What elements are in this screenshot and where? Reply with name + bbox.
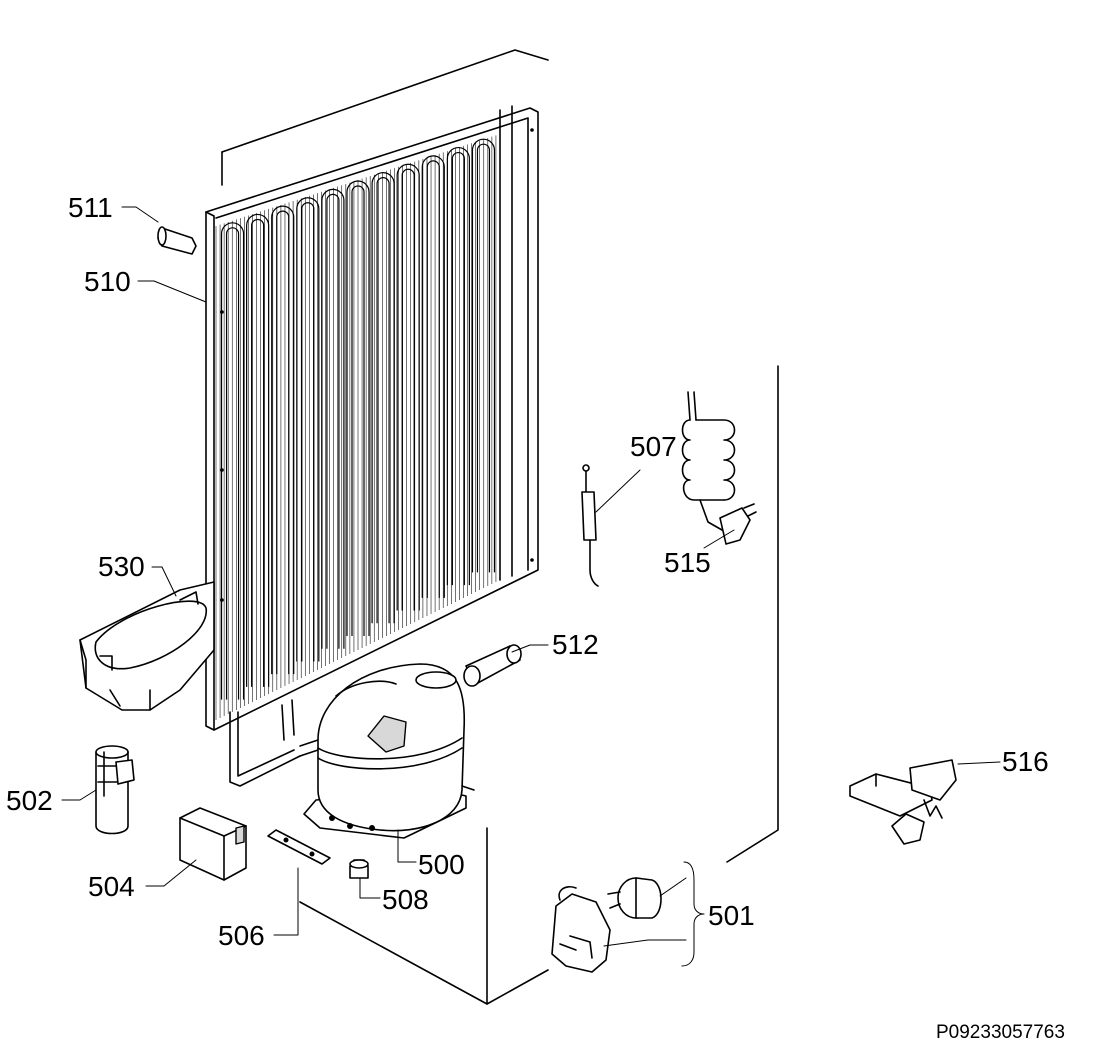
condenser-coil: [346, 180, 370, 636]
condenser-coil: [396, 163, 420, 611]
label-506: 506: [218, 920, 265, 951]
condenser-coil: [446, 147, 470, 586]
capacitor-502: [95, 745, 135, 835]
condenser-coil: [301, 202, 315, 662]
power-cable-515: [681, 391, 757, 545]
nut-508: [349, 859, 369, 879]
condenser-coil: [371, 172, 395, 624]
condenser-coil: [471, 138, 496, 573]
clip-511: [157, 226, 197, 255]
cabinet-outline: [221, 49, 779, 1005]
drawing-code: P09233057763: [936, 1022, 1065, 1043]
label-516: 516: [1002, 746, 1049, 777]
label-500: 500: [418, 849, 465, 880]
condenser-coil: [225, 227, 240, 700]
lamp-holder-516: [849, 759, 957, 845]
label-504: 504: [88, 871, 135, 902]
label-502: 502: [6, 785, 53, 816]
label-507: 507: [630, 431, 677, 462]
part-labels: 511 510 507 515 530 512 502 500 516 504 …: [6, 192, 1049, 951]
condenser-coil: [421, 155, 445, 598]
condenser-coil: [251, 218, 265, 687]
label-511: 511: [68, 192, 113, 223]
condenser-coil: [376, 177, 390, 624]
condenser-510: [205, 105, 539, 787]
condenser-coil: [426, 160, 440, 598]
compressor-500: [299, 663, 475, 839]
label-501: 501: [708, 900, 755, 931]
condenser-coil: [476, 143, 491, 573]
condenser-coil: [246, 213, 270, 687]
condenser-coil: [451, 151, 465, 586]
label-530: 530: [98, 551, 145, 582]
leader-lines: [61, 206, 1001, 967]
drip-tray-530: [79, 581, 215, 711]
condenser-coil: [276, 210, 290, 675]
condenser-coil: [351, 185, 365, 636]
condenser-coil: [296, 197, 320, 662]
condenser-coil: [220, 222, 245, 700]
label-515: 515: [664, 547, 711, 578]
filter-drier-507: [581, 464, 599, 587]
condenser-coil: [321, 188, 345, 649]
condenser-coil: [401, 168, 415, 611]
label-508: 508: [382, 884, 429, 915]
sleeve-512: [463, 644, 522, 687]
starter-relay-501: [551, 877, 662, 973]
mounting-plate-506: [267, 829, 331, 865]
label-512: 512: [552, 629, 599, 660]
condenser-coil: [271, 205, 295, 675]
label-510: 510: [84, 266, 131, 297]
condenser-coil: [326, 193, 340, 649]
relay-box-504: [179, 807, 247, 881]
